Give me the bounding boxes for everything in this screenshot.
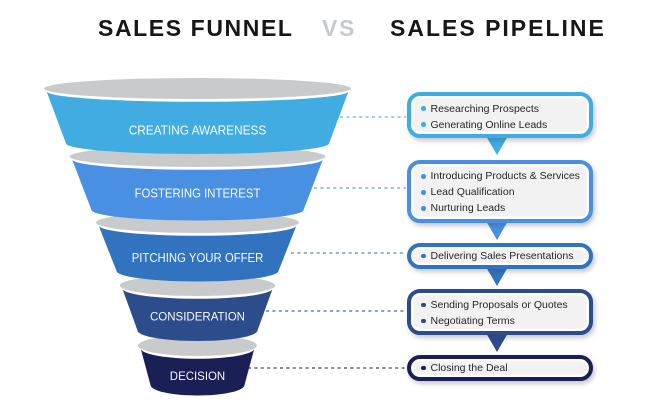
pipeline-item: Generating Online Leads [421, 117, 589, 133]
title-sales-pipeline: SALES PIPELINE [390, 15, 606, 41]
pipeline-arrow-down-4 [486, 333, 508, 352]
pipeline-item: Delivering Sales Presentations [421, 248, 589, 264]
bullet-dot-icon [421, 106, 426, 111]
funnel-stage-1-lip [44, 78, 351, 99]
pipeline-item-label: Negotiating Terms [430, 315, 515, 327]
bullet-dot-icon [421, 302, 426, 308]
funnel-stage-2-label: FOSTERING INTEREST [135, 186, 261, 201]
pipeline-item: Introducing Products & Services [421, 168, 589, 184]
bullet-dot-icon [421, 318, 426, 324]
pipeline-item: Lead Qualification [421, 184, 589, 200]
bullet-dot-icon [421, 122, 426, 127]
bullet-dot-icon [421, 190, 426, 195]
bullet-dot-icon [421, 206, 426, 211]
funnel-stage-5-label: DECISION [170, 371, 225, 383]
pipeline-arrow-down-2 [486, 221, 508, 240]
funnel-stage-1-body[interactable] [46, 91, 349, 154]
bullet-dot-icon [421, 174, 426, 179]
title-vs: VS [322, 15, 356, 41]
bullet-dot-icon [421, 253, 426, 259]
funnel-stage-2-body[interactable] [72, 159, 323, 221]
pipeline-item: Negotiating Terms [421, 313, 589, 329]
pipeline-item: Researching Prospects [421, 101, 589, 117]
funnel-stage-3-label: PITCHING YOUR OFFER [132, 250, 264, 265]
funnel-stage-4-body[interactable] [122, 288, 273, 341]
funnel-stage-4-label: CONSIDERATION [150, 312, 245, 324]
pipeline-item: Nurturing Leads [421, 200, 589, 216]
pipeline-box-5[interactable]: Closing the Deal [407, 355, 593, 381]
pipeline-arrow-down-3 [486, 267, 508, 286]
pipeline-item-label: Closing the Deal [430, 362, 508, 374]
pipeline-item-label: Delivering Sales Presentations [430, 250, 574, 262]
funnel-stage-5-body[interactable] [140, 348, 255, 396]
pipeline-item: Closing the Deal [421, 360, 589, 376]
funnel-stage-1-label: CREATING AWARENESS [129, 123, 267, 138]
bullet-dot-icon [421, 365, 426, 371]
funnel-stage-3-body[interactable] [98, 225, 297, 282]
funnel-stage-4-lip [119, 275, 276, 296]
funnel-stage-5-lip [138, 335, 257, 356]
title-sales-funnel: SALES FUNNEL [98, 15, 294, 41]
pipeline-item-label: Sending Proposals or Quotes [430, 299, 568, 311]
pipeline-item-label: Generating Online Leads [430, 118, 548, 131]
pipeline-item-label: Researching Prospects [430, 102, 540, 115]
pipeline-item-label: Nurturing Leads [430, 202, 506, 215]
pipeline-item-label: Lead Qualification [430, 186, 515, 199]
pipeline-item: Sending Proposals or Quotes [421, 297, 589, 313]
pipeline-item-label: Introducing Products & Services [430, 170, 580, 183]
pipeline-arrow-down-1 [486, 136, 508, 155]
pipeline-box-3[interactable]: Delivering Sales Presentations [407, 243, 593, 269]
